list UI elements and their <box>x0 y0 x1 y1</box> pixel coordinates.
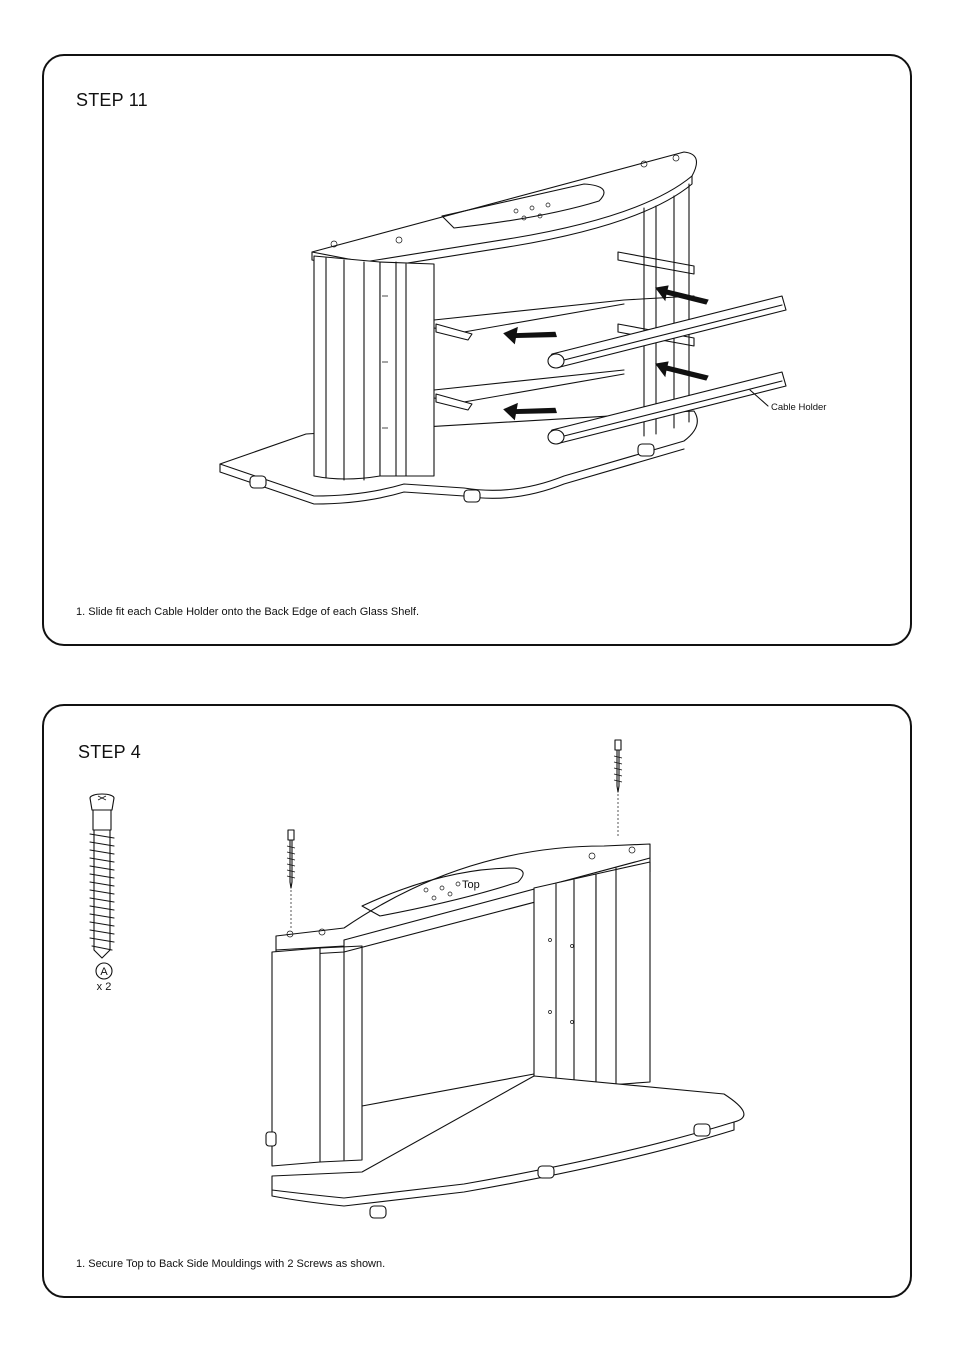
cable-holder-callout: Cable Holder <box>771 402 826 413</box>
caster-icon <box>249 443 655 503</box>
step-11-instruction: 1. Slide fit each Cable Holder onto the … <box>76 606 420 618</box>
step-11-panel: STEP 11 1. Slide fit each Cable Holder o… <box>42 54 912 646</box>
step-4-instruction: 1. Secure Top to Back Side Mouldings wit… <box>76 1258 386 1270</box>
top-label: Top <box>462 879 480 891</box>
part-a-badge <box>95 962 113 980</box>
part-a-quantity: x 2 <box>97 981 112 993</box>
step-4-title: STEP 4 <box>78 742 141 762</box>
caster-icon <box>265 1123 711 1219</box>
step-11-illustration: Cable Holder <box>219 151 826 505</box>
screw-icon <box>286 739 623 928</box>
step-11-title: STEP 11 <box>76 90 148 110</box>
step-4-illustration: A x 2 Top <box>89 739 745 1219</box>
screw-a-icon <box>89 793 115 959</box>
arrow-icon <box>503 285 709 421</box>
part-a-letter: A <box>100 966 108 978</box>
step-4-panel: STEP 4 1. Secure Top to Back Side Mouldi… <box>42 704 912 1298</box>
